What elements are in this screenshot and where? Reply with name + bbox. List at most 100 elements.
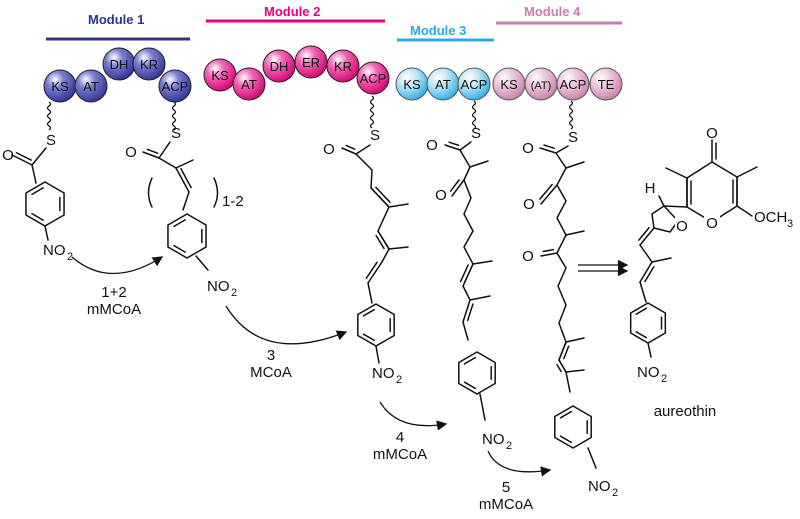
nitro-subscript: 2 bbox=[396, 374, 402, 386]
domain-kr: KR bbox=[326, 49, 360, 83]
step-1-count: 1+2 bbox=[101, 284, 127, 301]
nitro-subscript: 2 bbox=[506, 440, 512, 452]
bond bbox=[565, 230, 585, 236]
domain-label: KS bbox=[500, 77, 518, 92]
hydrogen-label: H bbox=[645, 180, 656, 197]
module-3-title: Module 3 bbox=[410, 23, 467, 38]
bond bbox=[388, 203, 409, 208]
domain-acp: ACP bbox=[356, 61, 390, 95]
bond bbox=[469, 160, 489, 168]
domain-sphere bbox=[326, 49, 360, 83]
thf-oxygen-label: O bbox=[676, 218, 688, 235]
sulfur-label: S bbox=[171, 125, 181, 142]
domain-sphere bbox=[589, 67, 623, 101]
domain-ks: KS bbox=[203, 58, 237, 92]
phosphopantetheine-tether bbox=[471, 100, 477, 130]
double-bond bbox=[142, 151, 160, 159]
aromatic-bond bbox=[463, 356, 477, 365]
nitro-subscript: 2 bbox=[67, 251, 73, 263]
bond bbox=[639, 244, 653, 263]
double-bond bbox=[540, 252, 558, 257]
module-2-title: Module 2 bbox=[264, 4, 321, 19]
step-4-count: 5 bbox=[501, 479, 511, 496]
benzene-ring bbox=[629, 302, 667, 344]
benzene-ring bbox=[25, 181, 65, 227]
bond bbox=[555, 145, 569, 154]
domain-label: AT bbox=[241, 77, 257, 92]
domain-acp: ACP bbox=[457, 67, 491, 101]
bond bbox=[663, 205, 688, 208]
repeat-count: 1-2 bbox=[222, 193, 244, 210]
methyl bbox=[736, 166, 758, 178]
domain-sphere bbox=[232, 67, 266, 101]
double-bond bbox=[444, 144, 461, 151]
bond bbox=[375, 345, 380, 364]
bond bbox=[647, 342, 652, 358]
product-name: aureothin bbox=[653, 403, 717, 420]
domain-sphere bbox=[132, 47, 166, 81]
bond bbox=[367, 282, 373, 304]
domain-sphere bbox=[457, 67, 491, 101]
domain-label: KR bbox=[334, 59, 352, 74]
domain-at: (AT) bbox=[524, 67, 558, 101]
step-3-count: 4 bbox=[395, 429, 405, 446]
bond bbox=[31, 164, 37, 184]
domain-label: KS bbox=[403, 77, 421, 92]
domain-at: AT bbox=[232, 67, 266, 101]
domain-ks: KS bbox=[395, 67, 429, 101]
double-bond bbox=[644, 265, 655, 283]
domain-label: (AT) bbox=[531, 80, 552, 92]
domain-label: KR bbox=[140, 57, 158, 72]
double-bond bbox=[639, 227, 655, 246]
oxygen-label: O bbox=[523, 196, 535, 213]
domain-label: KS bbox=[211, 68, 229, 83]
step-2-label: 3 MCoA bbox=[236, 347, 306, 381]
double-bond bbox=[341, 147, 357, 155]
double-bond bbox=[459, 264, 469, 283]
aromatic-bond bbox=[173, 244, 186, 253]
nitro-subscript: 2 bbox=[661, 373, 667, 385]
double-bond bbox=[11, 154, 33, 166]
domain-acp: ACP bbox=[158, 69, 192, 103]
step-3-reagent: mMCoA bbox=[372, 446, 428, 463]
double-bond bbox=[639, 261, 653, 283]
aromatic-bond bbox=[635, 330, 648, 339]
double-bond bbox=[556, 363, 562, 373]
double-bond bbox=[540, 184, 558, 205]
bond bbox=[472, 260, 493, 265]
oxygen-label: O bbox=[706, 125, 718, 142]
nitro-label: NO bbox=[43, 242, 66, 259]
double-bond bbox=[175, 167, 190, 193]
double-bond bbox=[449, 179, 460, 192]
oxygen-label: O bbox=[435, 187, 447, 204]
domain-dh: DH bbox=[262, 49, 296, 83]
bond bbox=[44, 225, 49, 241]
benzene-ring bbox=[554, 405, 592, 449]
acp-tethers bbox=[46, 95, 574, 131]
bond-chain bbox=[651, 205, 679, 233]
phosphopantetheine-tether bbox=[369, 95, 375, 129]
double-bond bbox=[558, 341, 567, 361]
domain-er: ER bbox=[294, 45, 328, 79]
domain-label: ACP bbox=[162, 79, 189, 94]
oxygen-label: O bbox=[125, 144, 137, 161]
aromatic-bond bbox=[362, 333, 376, 342]
bond bbox=[158, 141, 171, 159]
domain-at: AT bbox=[74, 69, 108, 103]
phosphopantetheine-tether bbox=[171, 101, 177, 131]
double-bond bbox=[15, 152, 32, 161]
domain-at: AT bbox=[426, 67, 460, 101]
methyl bbox=[665, 167, 688, 179]
sulfur-label: S bbox=[46, 132, 56, 149]
nitro-label: NO bbox=[372, 365, 395, 382]
phosphopantetheine-tether bbox=[46, 101, 52, 131]
bond bbox=[158, 157, 177, 169]
domain-label: AT bbox=[83, 79, 99, 94]
bond bbox=[565, 371, 571, 393]
double-bond bbox=[543, 144, 556, 150]
oxygen-label: O bbox=[522, 140, 534, 157]
step-4-reagent: mMCoA bbox=[478, 496, 534, 513]
